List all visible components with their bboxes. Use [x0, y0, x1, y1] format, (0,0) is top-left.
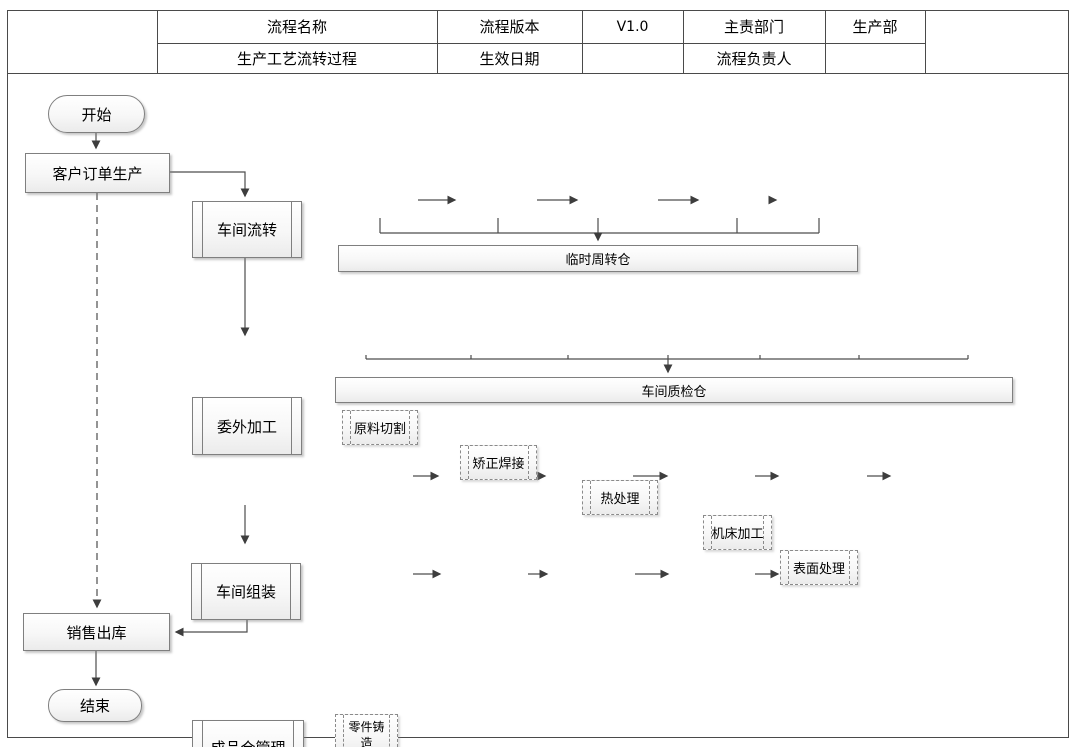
header-cell-department-label: 主责部门	[683, 10, 825, 43]
workshop-qc-warehouse-bar: 车间质检仓	[335, 377, 1013, 403]
stage-workshop-transfer: 车间流转	[192, 201, 302, 258]
header-cell-process-name-value: 生产工艺流转过程	[157, 43, 437, 73]
temp-warehouse-label: 临时周转仓	[565, 253, 631, 268]
header-cell-department-value: 生产部	[825, 10, 925, 43]
stage-label: 成品仓管理	[210, 737, 285, 747]
step-surface-treatment: 表面处理	[780, 550, 858, 585]
step-heat-treatment: 热处理	[582, 480, 658, 515]
table-line	[925, 10, 926, 73]
stage-label: 委外加工	[216, 417, 277, 436]
step-label: 矫正焊接	[472, 457, 525, 472]
effective-date-label: 生效日期	[479, 49, 540, 68]
qc-warehouse-label: 车间质检仓	[641, 384, 707, 400]
start-node: 开始	[48, 95, 145, 133]
step-parts-casting: 零件铸造	[335, 714, 398, 747]
table-line	[157, 43, 925, 44]
process-name-value: 生产工艺流转过程	[236, 49, 357, 68]
header-cell-effective-date-value	[582, 43, 683, 73]
table-line	[683, 10, 684, 73]
start-label: 开始	[81, 105, 112, 124]
step-label: 表面处理	[792, 562, 845, 577]
header-cell-version-value: V1.0	[582, 10, 683, 43]
table-line	[7, 73, 1068, 74]
page-border-frame	[7, 10, 1069, 738]
stage-outsourced-processing: 委外加工	[192, 397, 302, 455]
end-node: 结束	[48, 689, 142, 722]
step-straightening-welding: 矫正焊接	[460, 445, 537, 480]
step-label: 机床加工	[711, 527, 764, 542]
customer-order-node: 客户订单生产	[25, 153, 170, 193]
step-raw-material-cutting: 原料切割	[342, 410, 418, 445]
owner-label: 流程负责人	[716, 49, 792, 68]
step-label: 零件铸造	[348, 719, 385, 747]
table-line	[582, 10, 583, 73]
header-cell-version-label: 流程版本	[437, 10, 582, 43]
table-line	[825, 10, 826, 73]
sales-outbound-node: 销售出库	[23, 613, 170, 651]
header-cell-owner-label: 流程负责人	[683, 43, 825, 73]
step-label: 原料切割	[353, 422, 406, 437]
step-label: 热处理	[600, 492, 640, 507]
department-label: 主责部门	[723, 18, 784, 36]
stage-workshop-assembly: 车间组装	[191, 563, 301, 620]
version-value: V1.0	[616, 18, 649, 35]
step-machine-tooling: 机床加工	[703, 515, 772, 550]
stage-label: 车间流转	[216, 221, 277, 239]
version-label: 流程版本	[479, 18, 540, 36]
table-line	[437, 10, 438, 73]
department-value: 生产部	[852, 18, 898, 36]
end-label: 结束	[79, 697, 110, 715]
header-cell-owner-value	[825, 43, 925, 73]
process-name-label: 流程名称	[266, 18, 327, 36]
customer-order-label: 客户订单生产	[52, 164, 143, 183]
header-cell-process-name-label: 流程名称	[157, 10, 437, 43]
table-line	[157, 10, 158, 73]
stage-finished-goods-warehouse: 成品仓管理	[192, 720, 304, 747]
header-cell-effective-date-label: 生效日期	[437, 43, 582, 73]
temp-transfer-warehouse-bar: 临时周转仓	[338, 245, 858, 272]
stage-label: 车间组装	[215, 583, 276, 601]
sales-outbound-label: 销售出库	[66, 623, 127, 642]
